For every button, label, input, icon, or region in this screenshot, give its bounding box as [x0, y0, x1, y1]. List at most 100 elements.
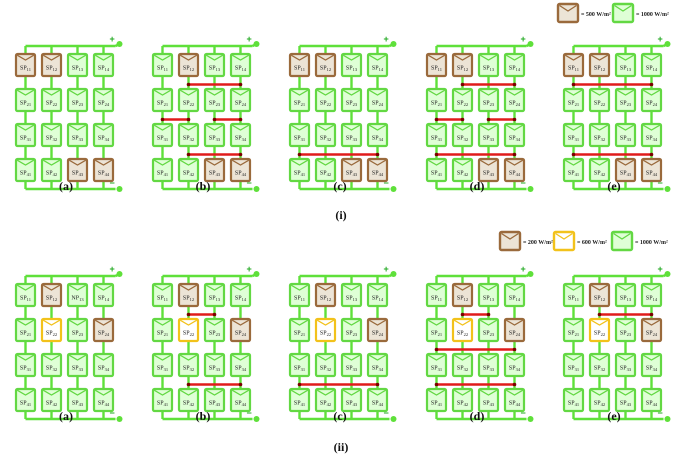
module-label: SP32	[457, 136, 468, 143]
pv-module-chevron	[42, 54, 61, 61]
pv-module-frame	[177, 282, 200, 308]
legend-swatch-chevron	[559, 4, 577, 12]
tie-node	[186, 117, 191, 122]
pv-module-frame	[451, 87, 474, 113]
pv-module-chevron	[642, 159, 661, 166]
pv-module	[640, 87, 663, 113]
module-label: SP11	[157, 296, 168, 303]
pv-module-chevron	[590, 124, 609, 131]
module-label: SP33	[620, 366, 632, 373]
pv-module-chevron	[505, 159, 524, 166]
module-label: SP32	[320, 366, 331, 373]
module-label: SP42	[46, 401, 57, 408]
pv-module-chevron	[453, 284, 472, 291]
pv-module-chevron	[316, 284, 335, 291]
pv-module-chevron	[479, 284, 498, 291]
pv-module-frame	[562, 52, 585, 78]
module-label: SP13	[346, 296, 358, 303]
pv-module-frame	[614, 282, 637, 308]
pv-module	[314, 387, 337, 413]
pv-module	[177, 282, 200, 308]
tie-node	[375, 382, 380, 387]
pv-module-frame	[503, 387, 526, 413]
pv-module	[288, 317, 311, 343]
pv-module-chevron	[590, 159, 609, 166]
pv-module-frame	[177, 122, 200, 148]
pv-module-frame	[151, 87, 174, 113]
module-label: SP44	[235, 401, 247, 408]
pv-module-chevron	[205, 159, 224, 166]
tie-node	[160, 117, 165, 122]
pv-module	[640, 387, 663, 413]
pv-module	[503, 52, 526, 78]
pv-module	[477, 387, 500, 413]
pv-module	[288, 387, 311, 413]
pv-module	[588, 87, 611, 113]
module-label: SP34	[509, 136, 521, 143]
module-label: SP14	[509, 296, 521, 303]
module-label: SP11	[568, 296, 579, 303]
pv-module-frame	[340, 52, 363, 78]
pv-module-chevron	[94, 54, 113, 61]
pv-module	[340, 387, 363, 413]
pv-module	[177, 352, 200, 378]
pv-module	[614, 317, 637, 343]
pv-module-frame	[92, 387, 115, 413]
pv-module-frame	[366, 352, 389, 378]
pv-module-frame	[40, 387, 63, 413]
pv-module	[177, 387, 200, 413]
pv-module-chevron	[68, 354, 87, 361]
pv-module	[340, 317, 363, 343]
pv-module-frame	[340, 87, 363, 113]
pv-module	[314, 352, 337, 378]
module-label: SP21	[431, 101, 442, 108]
pv-module-chevron	[290, 354, 309, 361]
pv-module	[366, 352, 389, 378]
panel-caption: (c)	[333, 179, 346, 193]
pv-module-frame	[66, 157, 89, 183]
pv-module	[314, 157, 337, 183]
tie-node	[460, 312, 465, 317]
module-label: SP41	[431, 171, 442, 178]
pv-module	[40, 282, 63, 308]
pv-module-chevron	[16, 54, 35, 61]
pv-module-chevron	[231, 389, 250, 396]
pv-module	[477, 122, 500, 148]
pv-module-chevron	[94, 389, 113, 396]
minus-sign: −	[521, 408, 526, 418]
module-label: SP31	[20, 136, 31, 143]
pv-module-chevron	[94, 284, 113, 291]
pv-module-chevron	[453, 89, 472, 96]
pv-module-chevron	[205, 284, 224, 291]
pv-module-frame	[229, 282, 252, 308]
legend-swatch-chevron	[555, 232, 573, 240]
legend-label: = 1000 W/m²	[636, 12, 669, 18]
pv-module	[451, 157, 474, 183]
pv-module-chevron	[505, 389, 524, 396]
pv-module-frame	[314, 317, 337, 343]
pv-module-chevron	[205, 389, 224, 396]
pv-module-chevron	[368, 89, 387, 96]
pv-module-chevron	[16, 89, 35, 96]
legend-swatch-chevron	[613, 232, 631, 240]
pv-module	[229, 122, 252, 148]
pv-module-frame	[40, 122, 63, 148]
pv-module-frame	[614, 157, 637, 183]
pv-module-chevron	[590, 89, 609, 96]
pv-module-chevron	[316, 124, 335, 131]
pv-module-chevron	[616, 124, 635, 131]
tie-node	[512, 347, 517, 352]
module-label: SP44	[509, 171, 521, 178]
module-label: SP14	[98, 66, 110, 73]
module-label: SP33	[346, 366, 358, 373]
pv-module-chevron	[94, 354, 113, 361]
module-label: SP31	[157, 136, 168, 143]
positive-terminal	[390, 41, 397, 47]
pv-module-frame	[14, 157, 37, 183]
pv-module-frame	[203, 52, 226, 78]
pv-module	[614, 87, 637, 113]
negative-terminal	[664, 186, 671, 192]
module-label: SP33	[620, 136, 632, 143]
pv-module-chevron	[616, 89, 635, 96]
positive-terminal	[527, 41, 534, 47]
